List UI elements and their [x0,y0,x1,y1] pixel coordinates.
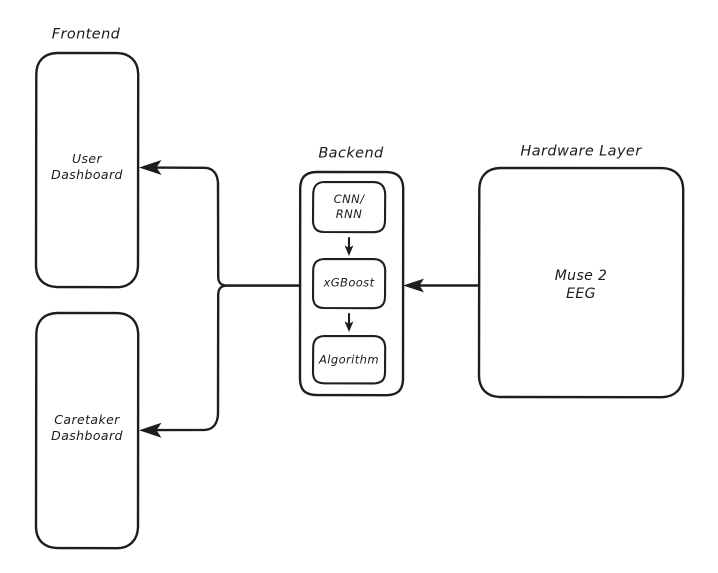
arrow-backend-to-user-dashboard-head [139,160,162,175]
algorithm-box-outline[interactable] [311,334,387,385]
arrow-cnn-to-xgboost-head [344,245,354,256]
backend-to-frontend-trunk [151,166,302,287]
arrow-xgboost-to-algorithm-head [344,321,354,332]
arrow-backend-to-caretaker-dashboard-head [139,422,162,438]
backend-to-caretaker-trunk [151,284,302,432]
cnn-rnn-box-outline[interactable] [311,180,387,234]
arrow-hardware-to-backend-head [403,278,424,293]
xgboost-box-outline[interactable] [311,257,387,310]
hardware-layer-box-outline[interactable] [477,166,685,399]
caretaker-dashboard-box-outline[interactable] [34,311,140,550]
user-dashboard-box-outline[interactable] [34,51,140,289]
